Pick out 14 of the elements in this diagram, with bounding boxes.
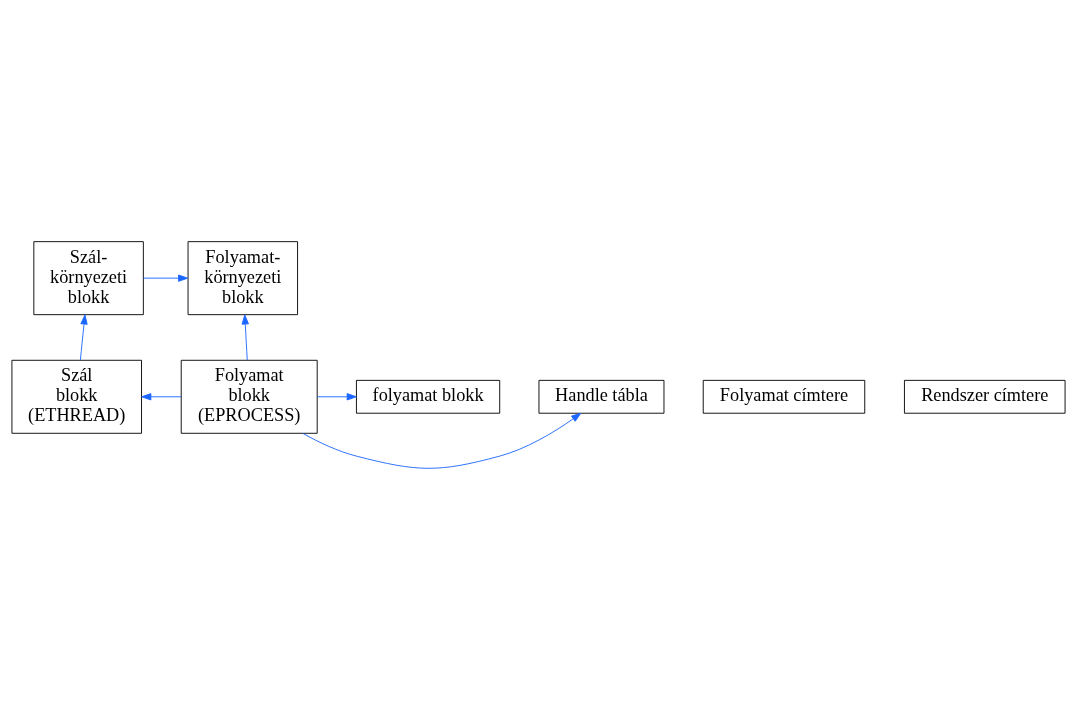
node-box: Handle tábla xyxy=(538,379,665,414)
arrow xyxy=(79,314,88,361)
arrow xyxy=(316,393,357,401)
node-box: folyamat blokk xyxy=(356,379,501,414)
node-box: Folyamat blokk (EPROCESS) xyxy=(180,359,318,434)
node-box: Szál- környezeti blokk xyxy=(33,241,144,316)
node-box: Szál blokk (ETHREAD) xyxy=(11,359,142,434)
arrow xyxy=(241,314,249,361)
arrow xyxy=(302,412,582,469)
node-box: Folyamat- környezeti blokk xyxy=(187,241,299,316)
arrow xyxy=(142,274,189,282)
node-box: Rendszer címtere xyxy=(904,379,1066,414)
node-box: Folyamat címtere xyxy=(702,379,866,414)
arrow xyxy=(141,393,182,401)
